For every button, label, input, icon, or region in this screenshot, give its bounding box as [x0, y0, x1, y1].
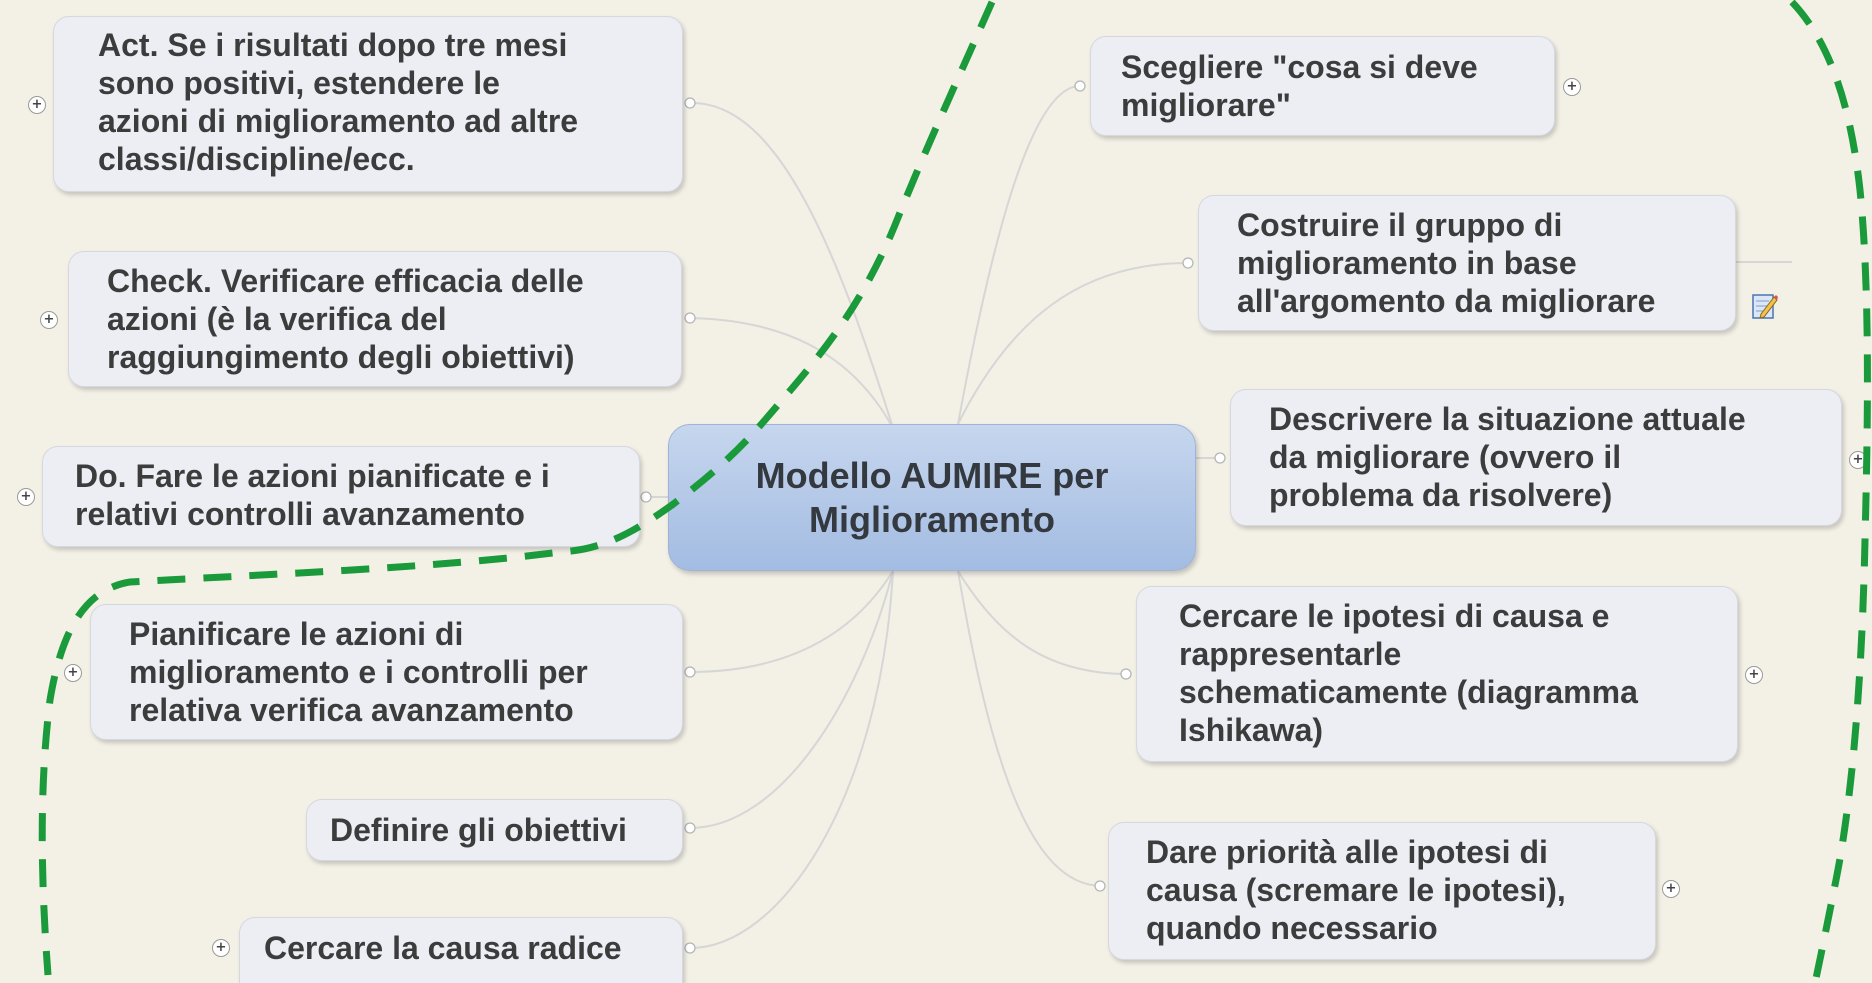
- expand-choose-button[interactable]: +: [1563, 78, 1581, 96]
- topic-root-cause-label: Cercare la causa radice: [264, 930, 622, 966]
- topic-do-label: Do. Fare le azioni pianificate e i relat…: [75, 458, 550, 532]
- port-choose: [1074, 80, 1086, 92]
- topic-plan[interactable]: Pianificare le azioni di miglioramento e…: [90, 604, 683, 740]
- port-do: [640, 491, 652, 503]
- topic-define[interactable]: Definire gli obiettivi: [306, 799, 683, 861]
- connector-hypotheses: [957, 570, 1129, 675]
- central-topic[interactable]: Modello AUMIRE per Miglioramento: [668, 424, 1196, 571]
- port-plan: [684, 666, 696, 678]
- port-hypotheses: [1120, 668, 1132, 680]
- expand-describe-button[interactable]: +: [1849, 451, 1867, 469]
- topic-plan-label: Pianificare le azioni di miglioramento e…: [129, 616, 588, 728]
- expand-root-cause-button[interactable]: +: [212, 939, 230, 957]
- topic-describe-label: Descrivere la situazione attuale da migl…: [1269, 401, 1746, 513]
- expand-plan-button[interactable]: +: [64, 664, 82, 682]
- expand-check-button[interactable]: +: [40, 311, 58, 329]
- topic-act-label: Act. Se i risultati dopo tre mesi sono p…: [98, 27, 579, 177]
- port-root-cause: [684, 942, 696, 954]
- port-priority: [1094, 880, 1106, 892]
- topic-describe[interactable]: Descrivere la situazione attuale da migl…: [1230, 389, 1842, 526]
- port-group: [1182, 257, 1194, 269]
- topic-check-label: Check. Verificare efficacia delle azioni…: [107, 263, 584, 375]
- topic-group-label: Costruire il gruppo di miglioramento in …: [1237, 207, 1656, 319]
- expand-act-button[interactable]: +: [28, 96, 46, 114]
- topic-priority-label: Dare priorità alle ipotesi di causa (scr…: [1146, 834, 1566, 946]
- connector-act: [689, 101, 894, 429]
- connector-priority: [957, 570, 1103, 887]
- port-define: [684, 822, 696, 834]
- expand-do-button[interactable]: +: [17, 488, 35, 506]
- note-pencil-icon[interactable]: [1752, 292, 1778, 320]
- topic-group[interactable]: Costruire il gruppo di miglioramento in …: [1198, 195, 1736, 331]
- topic-check[interactable]: Check. Verificare efficacia delle azioni…: [68, 251, 682, 387]
- topic-choose-label: Scegliere "cosa si deve migliorare": [1121, 49, 1478, 123]
- connector-choose: [957, 85, 1081, 425]
- topic-define-label: Definire gli obiettivi: [330, 812, 627, 848]
- connector-plan: [689, 570, 894, 673]
- topic-hypotheses[interactable]: Cercare le ipotesi di causa e rappresent…: [1136, 586, 1738, 762]
- connector-group: [957, 262, 1189, 425]
- topic-priority[interactable]: Dare priorità alle ipotesi di causa (scr…: [1108, 822, 1656, 960]
- connector-root-cause: [689, 570, 894, 949]
- topic-do[interactable]: Do. Fare le azioni pianificate e i relat…: [42, 446, 640, 547]
- port-act: [684, 97, 696, 109]
- topic-root-cause[interactable]: Cercare la causa radice: [239, 917, 683, 983]
- port-describe: [1214, 452, 1226, 464]
- topic-hypotheses-label: Cercare le ipotesi di causa e rappresent…: [1179, 598, 1638, 748]
- topic-choose[interactable]: Scegliere "cosa si deve migliorare": [1090, 36, 1555, 136]
- port-check: [684, 312, 696, 324]
- expand-priority-button[interactable]: +: [1662, 880, 1680, 898]
- topic-act[interactable]: Act. Se i risultati dopo tre mesi sono p…: [53, 16, 683, 192]
- expand-hypotheses-button[interactable]: +: [1745, 666, 1763, 684]
- central-topic-label: Modello AUMIRE per Miglioramento: [755, 454, 1109, 540]
